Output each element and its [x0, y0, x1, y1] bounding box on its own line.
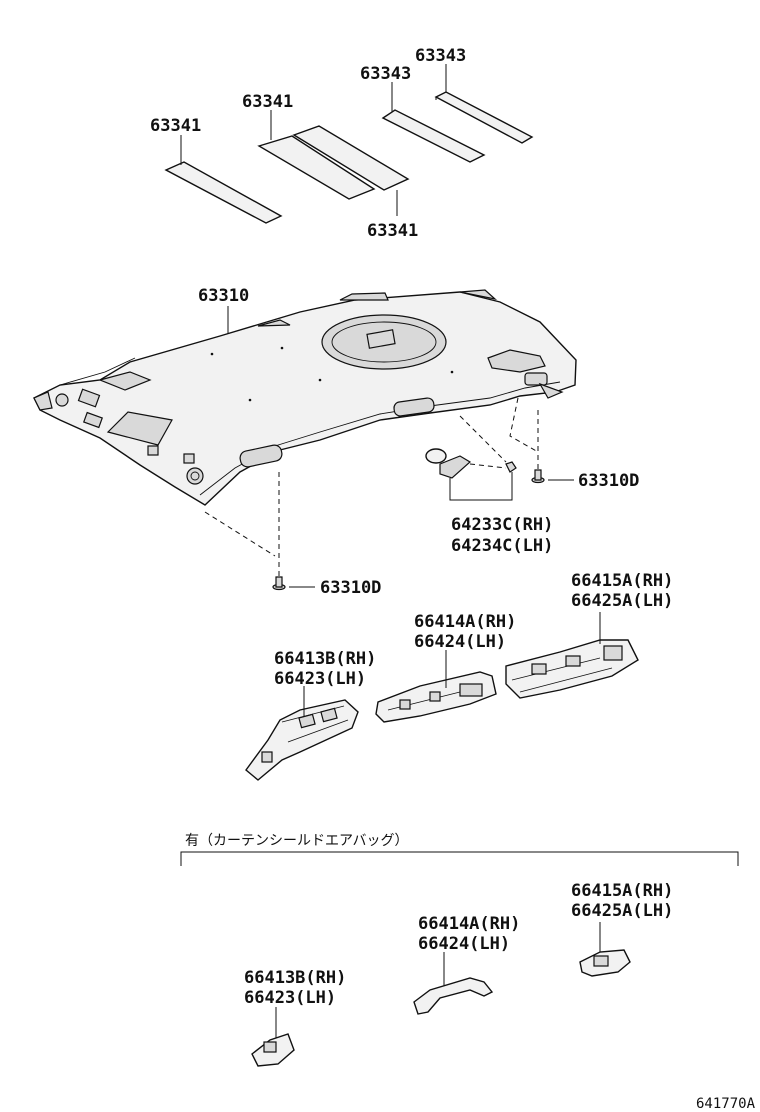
- pad-63343-left[interactable]: [381, 109, 486, 163]
- pad-63341-center-right[interactable]: [292, 125, 410, 191]
- label-upper-rear-lh: 66425A(LH): [571, 591, 673, 611]
- label-pad-63341-center-left: 63341: [242, 92, 293, 112]
- label-clip-left: 63310D: [320, 578, 381, 598]
- label-lower-front-rh: 66413B(RH): [244, 968, 346, 988]
- label-upper-rear-rh: 66415A(RH): [571, 571, 673, 591]
- label-holder-lh: 64234C(LH): [451, 536, 553, 556]
- roof-headlining[interactable]: [33, 289, 577, 506]
- label-pad-63343-right: 63343: [415, 46, 466, 66]
- pad-63341-center-left[interactable]: [257, 135, 376, 200]
- label-lower-rear-lh: 66425A(LH): [571, 901, 673, 921]
- pad-63343-right[interactable]: [434, 91, 534, 144]
- clip-right[interactable]: [531, 469, 545, 484]
- label-upper-center-lh: 66424(LH): [414, 632, 506, 652]
- roof-side-center-part[interactable]: [375, 671, 497, 723]
- label-lower-center-rh: 66414A(RH): [418, 914, 520, 934]
- roof-side-front-part[interactable]: [245, 699, 359, 781]
- label-upper-front-rh: 66413B(RH): [274, 649, 376, 669]
- pad-63341-left[interactable]: [164, 161, 283, 224]
- clip-left[interactable]: [272, 576, 286, 591]
- label-pad-63343-left: 63343: [360, 64, 411, 84]
- label-lower-front-lh: 66423(LH): [244, 988, 336, 1008]
- roof-side-rear-part[interactable]: [505, 639, 639, 699]
- label-clip-right: 63310D: [578, 471, 639, 491]
- label-lower-center-lh: 66424(LH): [418, 934, 510, 954]
- label-lower-rear-rh: 66415A(RH): [571, 881, 673, 901]
- lower-front-part[interactable]: [251, 1033, 295, 1067]
- label-holder-rh: 64233C(RH): [451, 515, 553, 535]
- label-pad-63341-center-right: 63341: [367, 221, 418, 241]
- label-upper-front-lh: 66423(LH): [274, 669, 366, 689]
- label-headlining: 63310: [198, 286, 249, 306]
- label-upper-center-rh: 66414A(RH): [414, 612, 516, 632]
- section-title: 有（カーテンシールドエアバッグ）: [185, 833, 408, 849]
- lower-rear-part[interactable]: [579, 949, 631, 977]
- label-pad-63341-left: 63341: [150, 116, 201, 136]
- lower-center-part[interactable]: [413, 977, 494, 1015]
- assist-grip-holder[interactable]: [425, 448, 517, 479]
- diagram-code: 641770A: [696, 1096, 756, 1112]
